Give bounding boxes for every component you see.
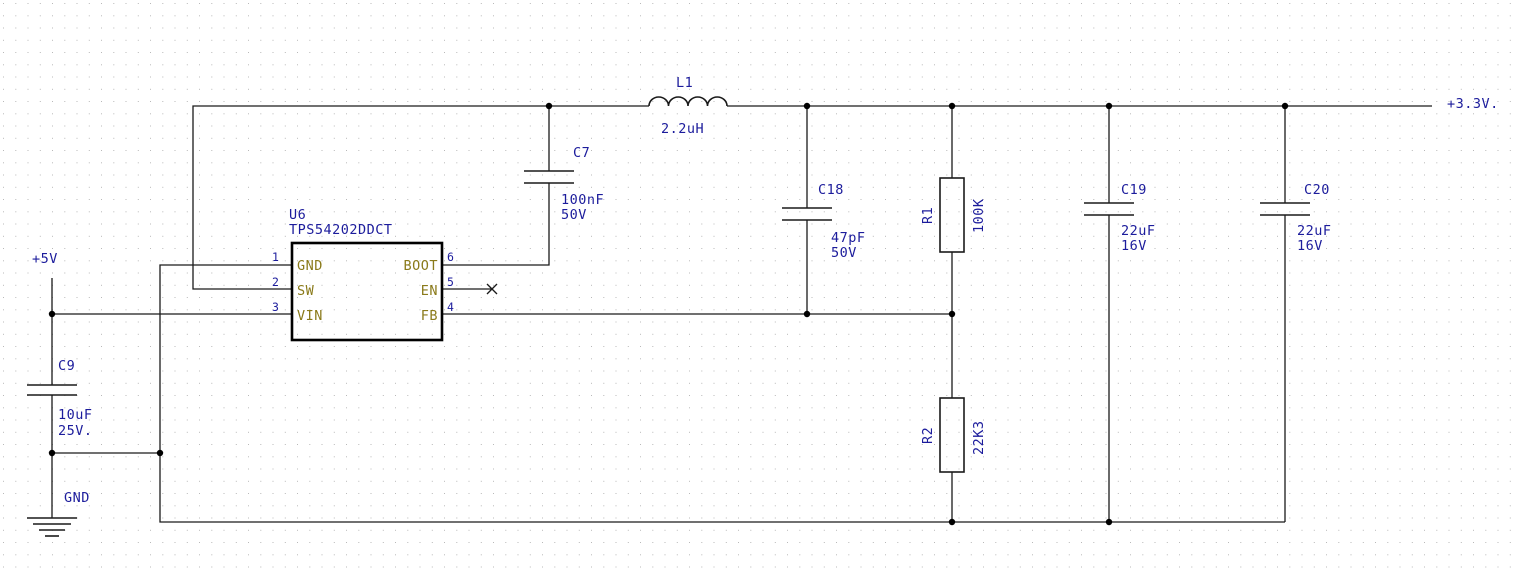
junction-dot-icon	[1281, 102, 1289, 110]
junction-dot-icon	[545, 102, 553, 110]
l1-ref: L1	[676, 75, 693, 91]
pin-6-number: 6	[447, 250, 454, 264]
junction-dot-icon	[948, 518, 956, 526]
junction-dot-icon	[803, 310, 811, 318]
junction-dot-icon	[1105, 518, 1113, 526]
r2-ref: R2	[920, 427, 936, 444]
pin-5-name: EN	[421, 283, 438, 299]
resistor-r1: R1 100K	[920, 177, 987, 253]
no-connect-icon	[486, 283, 498, 295]
r2-value: 22K3	[971, 420, 987, 455]
c7-value: 100nF	[561, 192, 604, 208]
capacitor-c18: C18 47pF 50V	[782, 182, 866, 261]
c19-rating: 16V	[1121, 238, 1147, 254]
pin-2-name: SW	[297, 283, 315, 299]
ground-symbol-icon: GND	[27, 490, 90, 537]
wires	[51, 105, 1432, 523]
c7-ref: C7	[573, 145, 590, 161]
capacitor-c19: C19 22uF 16V	[1084, 182, 1156, 254]
pin-4-name: FB	[421, 308, 438, 324]
junction-dot-icon	[156, 449, 164, 457]
capacitor-c9: C9 10uF 25V.	[27, 358, 93, 439]
c19-ref: C19	[1121, 182, 1147, 198]
wire-sw-node-top	[192, 105, 649, 290]
capacitor-c7: C7 100nF 50V	[524, 145, 604, 223]
pin-3-name: VIN	[297, 308, 323, 324]
junctions	[48, 102, 1289, 526]
c9-ref: C9	[58, 358, 75, 374]
inductor-l1: L1 2.2uH	[648, 75, 728, 137]
c20-value: 22uF	[1297, 223, 1332, 239]
pin-1-name: GND	[297, 258, 323, 274]
r1-ref: R1	[920, 207, 936, 224]
junction-dot-icon	[48, 310, 56, 318]
c20-ref: C20	[1304, 182, 1330, 198]
junction-dot-icon	[948, 102, 956, 110]
resistor-r2: R2 22K3	[920, 397, 987, 473]
gnd-label: GND	[64, 490, 90, 506]
junction-dot-icon	[48, 449, 56, 457]
pin-1-number: 1	[272, 250, 279, 264]
c18-ref: C18	[818, 182, 844, 198]
c18-value: 47pF	[831, 230, 866, 246]
l1-value: 2.2uH	[661, 121, 704, 137]
wire-ic-gnd	[159, 264, 1285, 523]
net-label-5v: +5V	[32, 251, 58, 267]
ic-ref: U6	[289, 207, 306, 223]
pin-2-number: 2	[272, 275, 279, 289]
junction-dot-icon	[1105, 102, 1113, 110]
capacitor-c20: C20 22uF 16V	[1260, 182, 1332, 254]
pin-5-number: 5	[447, 275, 454, 289]
c20-rating: 16V	[1297, 238, 1323, 254]
junction-dot-icon	[948, 310, 956, 318]
c7-rating: 50V	[561, 207, 587, 223]
ic-part: TPS54202DDCT	[289, 222, 393, 238]
r1-value: 100K	[971, 198, 987, 233]
c9-value: 10uF	[58, 407, 93, 423]
pin-6-name: BOOT	[403, 258, 438, 274]
pin-3-number: 3	[272, 300, 279, 314]
net-label-3v3: +3.3V.	[1447, 96, 1499, 112]
wire-c7-boot	[443, 183, 550, 266]
pin-4-number: 4	[447, 300, 454, 314]
c18-rating: 50V	[831, 245, 857, 261]
c19-value: 22uF	[1121, 223, 1156, 239]
c9-rating: 25V.	[58, 423, 93, 439]
ic-u6: U6 TPS54202DDCT 1 GND 2 SW 3 VIN 6 BOOT …	[272, 207, 454, 342]
junction-dot-icon	[803, 102, 811, 110]
